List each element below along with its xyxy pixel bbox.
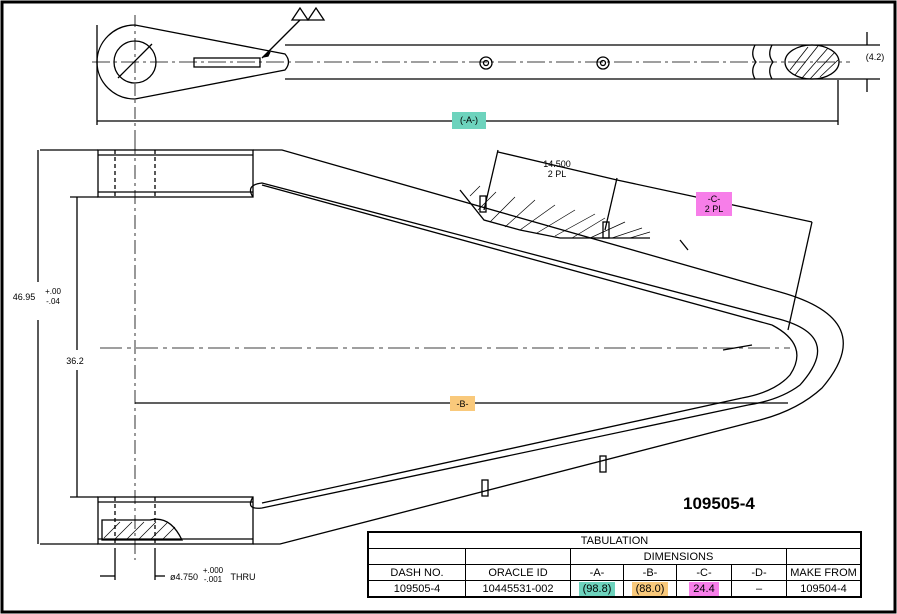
tag-b-highlight: [450, 396, 475, 411]
height-tol-minus: -.04: [46, 297, 60, 306]
table-header-row: DASH NO. ORACLE ID -A- -B- -C- -D- MAKE …: [367, 564, 862, 581]
hole-note: THRU: [230, 572, 256, 582]
cell-d: –: [731, 580, 787, 598]
col-make-from: MAKE FROM: [786, 564, 862, 581]
top-dim-thickness: (4.2): [865, 52, 885, 62]
part-number: 109505-4: [683, 494, 755, 513]
table-spacer: [786, 548, 862, 565]
height-dim: 46.95: [12, 292, 36, 302]
inner-dim: 36.2: [66, 356, 84, 366]
tabulation-table: TABULATION DIMENSIONS DASH NO. ORACLE ID…: [367, 531, 862, 598]
cell-c: 24.4: [676, 580, 732, 598]
hole-tol-minus: -.001: [203, 575, 223, 584]
top-end-hatch: [789, 45, 839, 80]
dim-b-tag: -B-: [456, 399, 469, 409]
table-title-row: TABULATION: [367, 531, 862, 549]
col-b: -B-: [623, 564, 677, 581]
tag-c-highlight: [696, 192, 732, 216]
dim-c-tag: -C-: [707, 194, 721, 204]
section-hatch: [469, 185, 651, 239]
end-hatch: [103, 521, 176, 541]
col-a: -A-: [570, 564, 624, 581]
table-spacer: [367, 548, 466, 565]
height-tol-plus: +.00: [45, 287, 61, 296]
hole-tol-plus: +.000: [202, 566, 224, 575]
cell-a: (98.8): [570, 580, 624, 598]
dim-a-tag: (-A-): [460, 115, 478, 125]
cell-c-value: 24.4: [689, 581, 719, 596]
spacing-note: 2 PL: [547, 169, 567, 179]
table-spacer: [465, 548, 571, 565]
top-view: [96, 6, 880, 125]
dimensions-header: DIMENSIONS: [570, 548, 787, 565]
cell-a-value: (98.8): [578, 581, 616, 596]
cell-make-from: 109504-4: [786, 580, 862, 598]
table-group-row: DIMENSIONS: [367, 548, 862, 565]
spacing-dim: 14.500: [543, 159, 571, 169]
cell-b: (88.0): [623, 580, 677, 598]
tag-a-highlight: [452, 112, 486, 129]
col-d: -D-: [731, 564, 787, 581]
table-row: 109505-4 10445531-002 (98.8) (88.0) 24.4…: [367, 580, 862, 598]
dim-c-note: 2 PL: [704, 204, 724, 214]
col-oracle-id: ORACLE ID: [465, 564, 571, 581]
cell-dash-no: 109505-4: [367, 580, 466, 598]
cell-b-value: (88.0): [631, 581, 669, 596]
cell-oracle-id: 10445531-002: [465, 580, 571, 598]
col-c: -C-: [676, 564, 732, 581]
table-title: TABULATION: [367, 531, 862, 549]
hole-dim: ø4.750: [169, 572, 199, 582]
col-dash-no: DASH NO.: [367, 564, 466, 581]
side-view: [37, 149, 844, 580]
